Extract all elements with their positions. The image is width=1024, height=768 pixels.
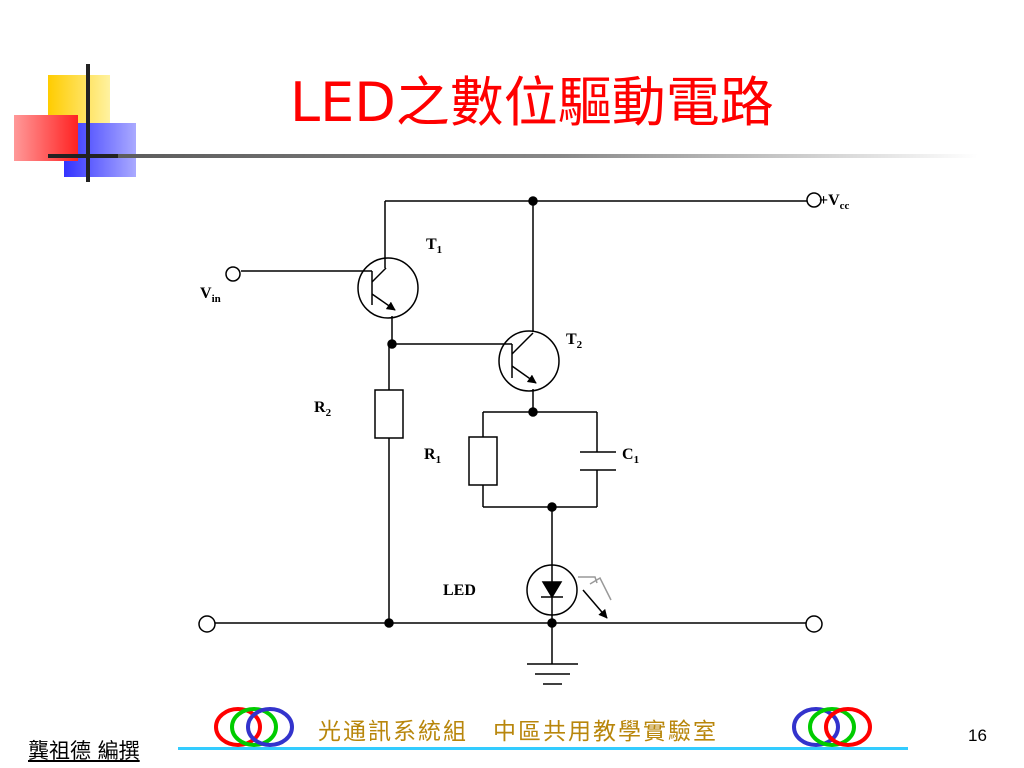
vin-label: Vin: [200, 285, 221, 305]
footer-author: 龔祖德 編撰: [28, 739, 140, 763]
t2-label: T2: [566, 331, 583, 351]
ground-junction-left: [384, 618, 394, 628]
r2-label: R2: [314, 399, 332, 419]
deco-red-square: [14, 115, 78, 161]
page-title: LED之數位驅動電路: [290, 71, 774, 134]
led-symbol: [526, 564, 612, 619]
ground-terminal-right: [805, 615, 823, 633]
vin-terminal: [225, 266, 241, 282]
logo-rings-right: [792, 707, 872, 747]
ground-symbol: [527, 663, 578, 685]
ground-terminal-left: [198, 615, 216, 633]
logo-rings-left: [214, 707, 294, 747]
led-label: LED: [443, 582, 476, 599]
r1-label: R1: [424, 446, 441, 466]
footer-lab-name: 光通訊系統組 中區共用教學實驗室: [318, 719, 718, 745]
deco-vertical-bar: [86, 64, 90, 182]
transistor-t2: [498, 330, 560, 392]
t1-label: T1: [426, 236, 442, 256]
header-rule-dark: [48, 154, 118, 158]
c1-label: C1: [622, 446, 639, 466]
resistor-r2: [374, 389, 404, 439]
header-rule: [48, 154, 978, 158]
page-number: 16: [968, 726, 987, 745]
header-decoration: [14, 64, 978, 182]
vcc-terminal: [806, 192, 822, 208]
vcc-label: +Vcc: [819, 192, 850, 212]
transistor-t1: [357, 257, 419, 319]
footer-line: [178, 747, 908, 750]
ground-junction-led: [547, 618, 557, 628]
